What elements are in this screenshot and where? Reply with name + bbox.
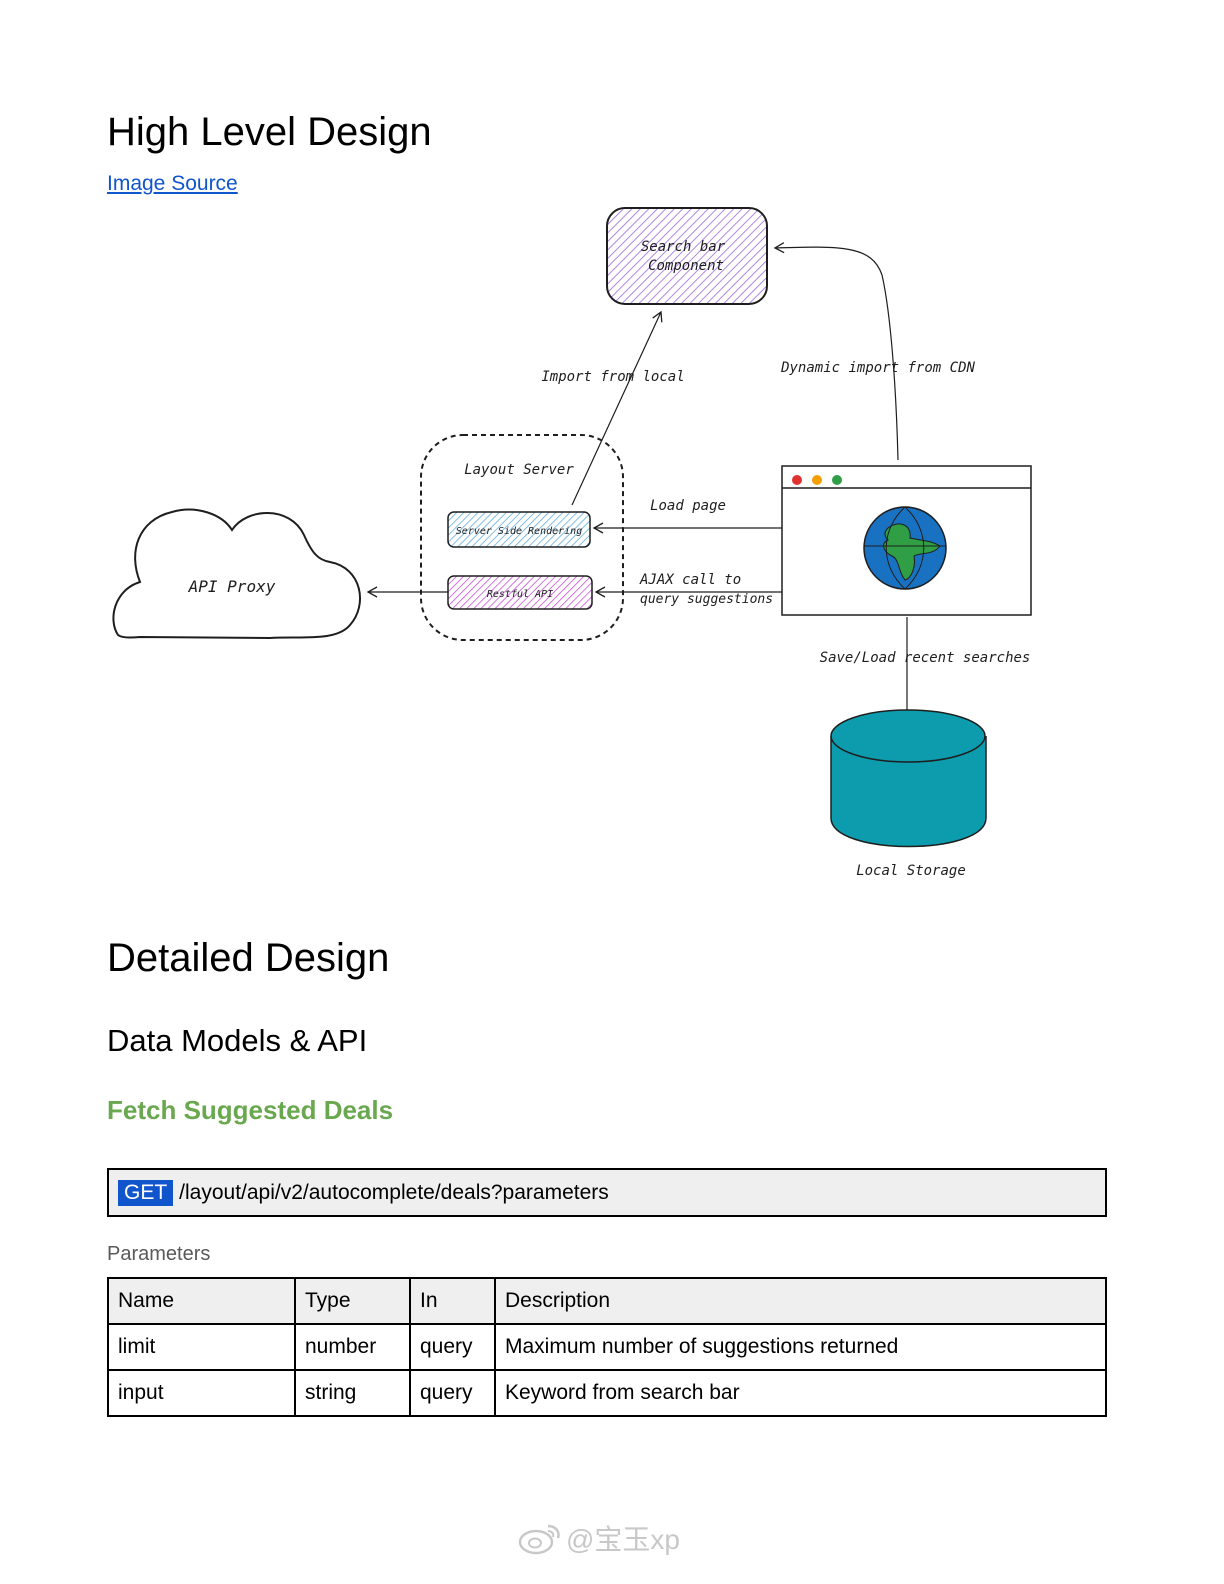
weibo-logo-icon <box>518 1524 560 1555</box>
ssr-label: Server Side Rendering <box>456 526 582 537</box>
table-cell: query <box>409 1323 496 1371</box>
import-from-local-label: Import from local <box>541 369 684 385</box>
table-cell: input <box>107 1369 296 1417</box>
column-header: Type <box>294 1277 411 1325</box>
parameters-label: Parameters <box>107 1243 211 1265</box>
table-row: limit number query Maximum number of sug… <box>107 1323 1107 1371</box>
http-method-badge: GET <box>118 1179 174 1206</box>
parameters-table: Name Type In Description limit number qu… <box>107 1277 1107 1417</box>
layout-server-label: Layout Server <box>464 462 574 478</box>
save-load-label: Save/Load recent searches <box>820 650 1031 666</box>
local-storage-label: Local Storage <box>856 863 966 879</box>
watermark-text: @宝玉xp <box>566 1524 680 1555</box>
high-level-design-heading: High Level Design <box>107 110 432 154</box>
ajax-label-1: AJAX call to <box>639 572 741 588</box>
local-storage-cylinder: Local Storage <box>830 709 987 879</box>
watermark: @宝玉xp <box>518 1518 680 1558</box>
api-proxy-label: API Proxy <box>188 577 276 596</box>
fetch-suggested-deals-heading: Fetch Suggested Deals <box>107 1095 394 1125</box>
dynamic-import-label: Dynamic import from CDN <box>780 360 975 376</box>
restful-api-label: Restful API <box>487 589 553 600</box>
table-cell: Keyword from search bar <box>494 1369 1107 1417</box>
architecture-diagram: Search bar Component Import from local D… <box>112 207 1032 879</box>
table-header-row: Name Type In Description <box>107 1277 1107 1325</box>
table-cell: number <box>294 1323 411 1371</box>
layout-server-group: Layout Server Server Side Rendering Rest… <box>420 434 624 641</box>
detailed-design-heading: Detailed Design <box>107 936 390 980</box>
search-bar-label-1: Search bar <box>641 239 726 255</box>
import-from-local-arrow <box>571 310 663 506</box>
globe-icon <box>863 506 947 590</box>
table-cell: Maximum number of suggestions returned <box>494 1323 1107 1371</box>
api-proxy-cloud: API Proxy <box>112 508 361 640</box>
table-cell: query <box>409 1369 496 1417</box>
table-cell: string <box>294 1369 411 1417</box>
data-models-heading: Data Models & API <box>107 1023 368 1058</box>
endpoint-box: GET /layout/api/v2/autocomplete/deals?pa… <box>107 1168 1107 1217</box>
search-bar-component-box: Search bar Component <box>606 207 768 305</box>
table-cell: limit <box>107 1323 296 1371</box>
ssr-box <box>447 511 591 548</box>
dynamic-import-arrow <box>773 242 899 461</box>
image-source-link[interactable]: Image Source <box>107 172 238 195</box>
search-bar-label-2: Component <box>648 258 724 274</box>
ajax-label-2: query suggestions <box>640 592 773 607</box>
browser-minimize-dot-icon <box>812 475 822 485</box>
column-header: Description <box>494 1277 1107 1325</box>
browser-maximize-dot-icon <box>832 475 842 485</box>
table-row: input string query Keyword from search b… <box>107 1369 1107 1417</box>
browser-close-dot-icon <box>792 475 802 485</box>
load-page-label: Load page <box>650 498 726 514</box>
browser-window <box>781 465 1032 616</box>
column-header: In <box>409 1277 496 1325</box>
endpoint-path: /layout/api/v2/autocomplete/deals?parame… <box>179 1180 609 1204</box>
column-header: Name <box>107 1277 296 1325</box>
